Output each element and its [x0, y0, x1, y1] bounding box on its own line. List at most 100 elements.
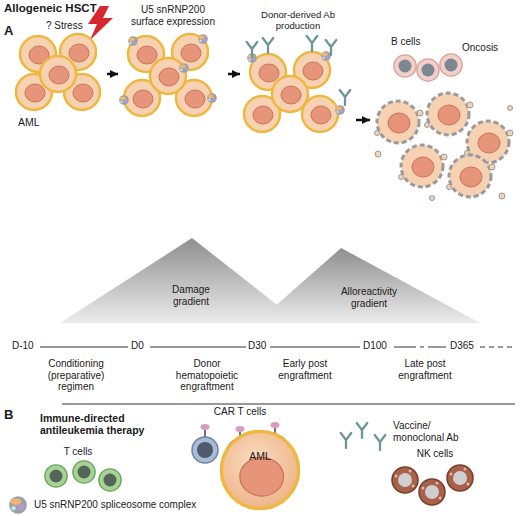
oncotic-cell	[425, 93, 474, 135]
panel-letter: B	[4, 408, 20, 423]
node-label: Oncosis	[462, 42, 514, 54]
gradient-fill	[256, 248, 480, 323]
aml-cell	[272, 76, 308, 112]
antibody	[341, 433, 352, 448]
antibody	[375, 435, 386, 450]
cell-cluster: AML	[12, 36, 107, 128]
gradient-fill	[60, 238, 300, 323]
phase-label: Early post engraftment	[268, 358, 342, 381]
antibody	[357, 423, 368, 438]
node-label: U5 snRNP200 surface expression	[127, 4, 219, 27]
nk-cell-group	[392, 465, 473, 505]
node-label: NK cells	[385, 448, 485, 460]
figure-title: Allogeneic HSCT	[4, 2, 154, 15]
timeline-segment	[40, 347, 128, 348]
t-cell	[99, 469, 121, 491]
oncosis-cluster	[375, 93, 514, 201]
t-cell	[73, 461, 95, 483]
u5-cluster	[119, 34, 217, 116]
flow-arrow	[228, 73, 240, 76]
panel-heading: Immune-directed antileukemia therapy	[40, 412, 168, 436]
spliceosome-icon	[321, 51, 331, 61]
node-label: T cells	[48, 446, 108, 458]
nk-cell	[392, 467, 418, 493]
aml-cluster	[16, 34, 100, 110]
panel-letter: A	[4, 24, 20, 39]
phase-label: Conditioning (preparative) regimen	[40, 358, 112, 393]
node-label: CAR T cells	[180, 406, 300, 418]
nk-cell	[419, 479, 445, 505]
panel-divider	[62, 404, 515, 405]
node-label: Alloreactivity gradient	[332, 286, 406, 309]
aml-cell	[150, 58, 186, 94]
spliceosome-icon	[198, 34, 208, 44]
oncotic-cell	[399, 145, 448, 187]
cell-cluster: U5 snRNP200 surface expression	[118, 2, 228, 124]
circle-outline	[218, 428, 302, 512]
t-cell-group	[45, 461, 121, 491]
b-cell	[440, 54, 462, 76]
spliceosome-icon	[207, 93, 217, 103]
timeline-segment	[480, 347, 516, 348]
node-label: B cells	[391, 36, 441, 48]
flow-arrow	[356, 119, 370, 122]
antibody-cluster	[244, 36, 350, 132]
cell-debris	[499, 193, 505, 199]
phase-label: Late post engraftment	[388, 358, 462, 381]
node-label: AML	[218, 450, 302, 462]
b-cell-group	[394, 54, 462, 81]
node-label: Vaccine/ monoclonal Ab	[393, 420, 469, 443]
b-cell	[417, 59, 439, 81]
nk-cell	[447, 465, 473, 491]
node-label: Donor-derived Ab production	[240, 10, 356, 32]
b-cell	[394, 55, 416, 77]
oncotic-cell	[375, 101, 424, 143]
antibody	[247, 42, 258, 57]
spliceosome-icon	[119, 95, 129, 105]
cell-debris	[430, 196, 435, 201]
cell-debris	[375, 151, 381, 157]
spliceosome-icon	[128, 36, 138, 46]
cell-debris	[508, 106, 513, 111]
legend-icon	[9, 496, 27, 514]
node-label: Damage gradient	[160, 284, 222, 307]
aml-cell	[40, 56, 76, 92]
t-cell	[45, 465, 67, 487]
aml-cell: AML	[218, 428, 302, 512]
cell-cluster: T cells	[28, 446, 128, 496]
legend-text: U5 snRNP200 spliceosome complex	[34, 499, 196, 510]
cell-cluster: Vaccine/ monoclonal Ab	[325, 418, 505, 464]
gradient-triangle: Damage gradient	[60, 238, 300, 323]
spliceosome-icon	[335, 105, 345, 115]
car-t-cell	[192, 424, 218, 463]
timepoint: D-10	[12, 340, 42, 352]
antibody	[326, 40, 337, 55]
legend-entry: U5 snRNP200 spliceosome complex	[34, 499, 294, 511]
cell-cluster: Donor-derived Ab production	[240, 6, 356, 134]
antibody	[340, 90, 351, 105]
antibody-group	[341, 423, 386, 450]
stress-note: ? Stress	[46, 20, 90, 32]
node-label: AML	[18, 116, 58, 128]
flow-arrow	[107, 73, 118, 76]
timeline	[40, 347, 516, 404]
antibody	[307, 36, 318, 51]
triangle-outline	[60, 238, 300, 323]
spliceosome-icon	[179, 63, 189, 73]
phase-label: Donor hematopoietic engraftment	[170, 358, 244, 393]
timepoint: D100	[363, 340, 397, 352]
timeline-segment	[270, 347, 360, 348]
timeline-segment	[394, 347, 446, 348]
cell-cluster: B cells	[385, 36, 460, 82]
triangle-outline	[256, 248, 480, 323]
timepoint: D30	[248, 340, 276, 352]
timeline-segment	[150, 347, 246, 348]
timepoint: D0	[131, 340, 151, 352]
cell-body	[221, 431, 298, 508]
gradient-triangle: Alloreactivity gradient	[256, 248, 480, 323]
antibody	[263, 38, 274, 53]
cell-nucleus	[240, 457, 284, 496]
timepoint: D365	[450, 340, 484, 352]
cell-cluster: Oncosis	[370, 86, 517, 204]
